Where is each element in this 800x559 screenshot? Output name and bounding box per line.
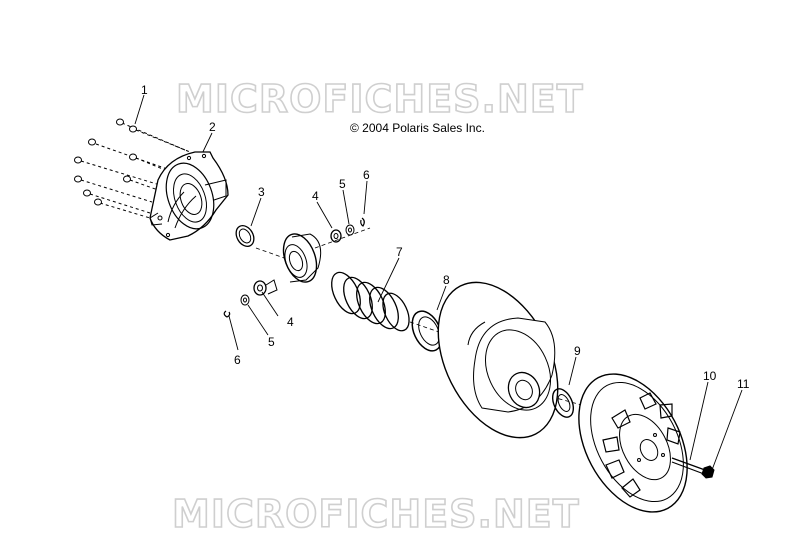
callout-5: 5 xyxy=(339,177,346,191)
lower-fastener-stack xyxy=(224,280,277,317)
callout-4: 4 xyxy=(312,189,319,203)
callout-8: 8 xyxy=(443,273,450,287)
callout-1: 1 xyxy=(141,83,148,97)
callout-10: 10 xyxy=(703,369,717,383)
moveable-sheave xyxy=(414,262,582,457)
callout-6-lower: 6 xyxy=(234,353,241,367)
callout-6: 6 xyxy=(363,168,370,182)
callout-2: 2 xyxy=(209,120,216,134)
copyright-notice: © 2004 Polaris Sales Inc. xyxy=(350,121,485,135)
fixed-sheave-spider xyxy=(557,356,709,531)
bearing-hub xyxy=(277,229,322,286)
cover-assembly xyxy=(150,152,228,240)
mounting-screws xyxy=(75,119,191,218)
callout-5-lower: 5 xyxy=(268,335,275,349)
nut-11 xyxy=(702,466,714,478)
bolt-10 xyxy=(672,458,705,474)
upper-fastener-stack xyxy=(331,218,364,242)
callout-3: 3 xyxy=(258,185,265,199)
callout-9: 9 xyxy=(574,344,581,358)
spring-7 xyxy=(326,268,415,335)
watermark-top: MICROFICHES.NET xyxy=(175,76,584,122)
callout-4-lower: 4 xyxy=(287,315,294,329)
callout-11: 11 xyxy=(737,377,750,391)
washer-9 xyxy=(549,386,578,421)
watermark-bottom: MICROFICHES.NET xyxy=(171,491,580,537)
snap-ring-3 xyxy=(233,222,258,249)
leader-lines xyxy=(135,95,742,470)
callout-7: 7 xyxy=(396,245,403,259)
